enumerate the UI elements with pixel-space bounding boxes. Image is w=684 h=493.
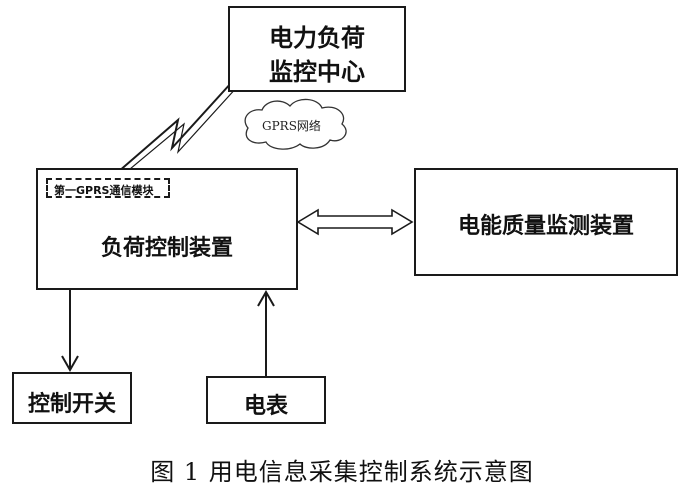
wireless-link-bolt	[117, 81, 233, 173]
gprs-network-cloud	[244, 98, 347, 150]
arrow-to-control-switch	[61, 290, 79, 373]
wireless-link-bolt-inner	[123, 85, 239, 175]
gprs-module-label: 第一GPRS通信模块	[54, 184, 154, 197]
gprs-network-label: GPRS网络	[262, 119, 321, 133]
gprs-module-box: 第一GPRS通信模块	[46, 178, 170, 198]
load-control-box: 第一GPRS通信模块 负荷控制装置	[36, 168, 298, 290]
power-quality-box: 电能质量监测装置	[414, 168, 678, 276]
load-control-label: 负荷控制装置	[100, 236, 233, 261]
meter-label: 电表	[243, 394, 288, 419]
control-switch-label: 控制开关	[27, 392, 116, 417]
power-quality-label: 电能质量监测装置	[457, 214, 634, 239]
control-switch-box: 控制开关	[12, 372, 132, 424]
arrow-from-meter	[257, 289, 275, 376]
bidirectional-arrow	[296, 208, 414, 236]
monitoring-center-box: 电力负荷 监控中心	[228, 6, 406, 92]
figure-caption: 图 1 用电信息采集控制系统示意图	[150, 458, 534, 486]
monitoring-center-label-line1: 电力负荷	[269, 24, 365, 52]
monitoring-center-label-line2: 监控中心	[269, 58, 365, 86]
meter-box: 电表	[206, 376, 326, 424]
